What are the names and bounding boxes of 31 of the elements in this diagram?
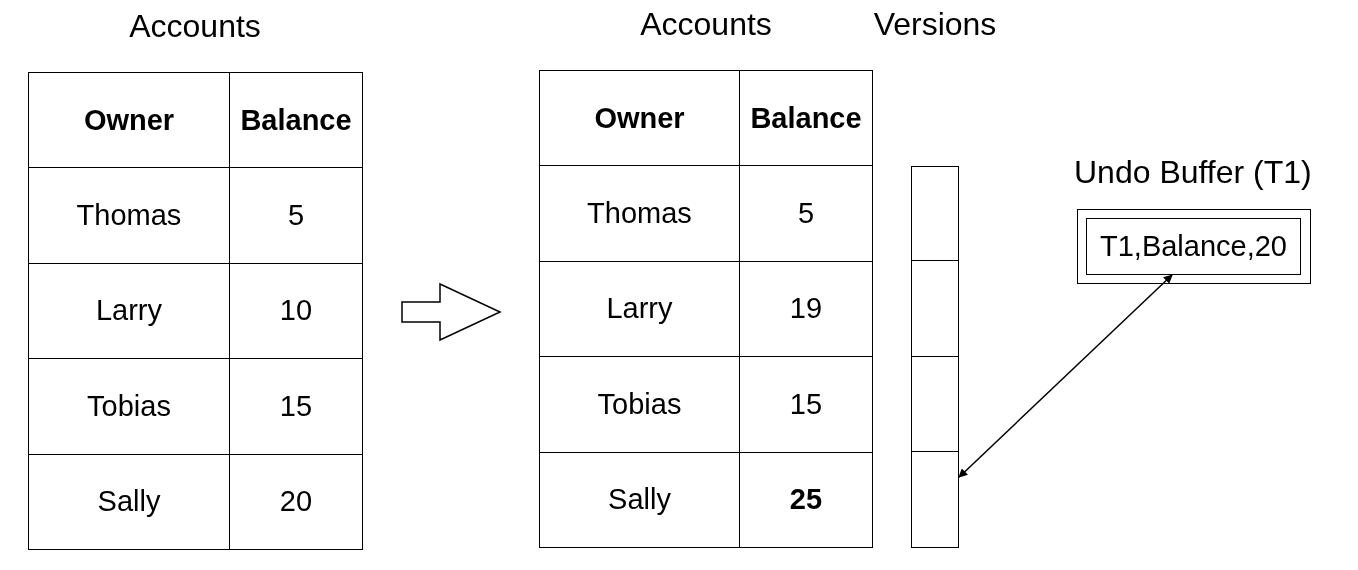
column-title: Versions [873,6,997,42]
table-cell: 19 [739,261,873,357]
table-cell: Thomas [28,167,230,264]
table-cell: 10 [229,263,363,359]
column-header: Balance [739,70,873,166]
column-header: Balance [229,72,363,168]
column-header: Owner [28,72,230,168]
table-cell: 25 [739,452,873,548]
version-slot [911,166,959,262]
table-cell: 20 [229,454,363,550]
table-cell: 15 [739,356,873,453]
table-cell: Sally [28,454,230,550]
table-cell: Thomas [539,165,740,262]
version-slot [911,261,959,357]
table-cell: Tobias [539,356,740,453]
arrow [958,274,1173,478]
table-cell: Tobias [28,358,230,455]
record-box: T1,Balance,20 [1086,218,1301,275]
table-cell: 5 [739,165,873,262]
version-slot [911,452,959,548]
table-cell: 5 [229,167,363,264]
table-cell: Larry [28,263,230,359]
table-title: Accounts [129,8,261,44]
table-cell: 15 [229,358,363,455]
buffer-title: Undo Buffer (T1) [1074,154,1312,190]
version-slot [911,356,959,453]
table-cell: Sally [539,452,740,548]
table-title: Accounts [640,6,772,42]
column-header: Owner [539,70,740,166]
block-arrow [401,282,502,342]
table-cell: Larry [539,261,740,357]
